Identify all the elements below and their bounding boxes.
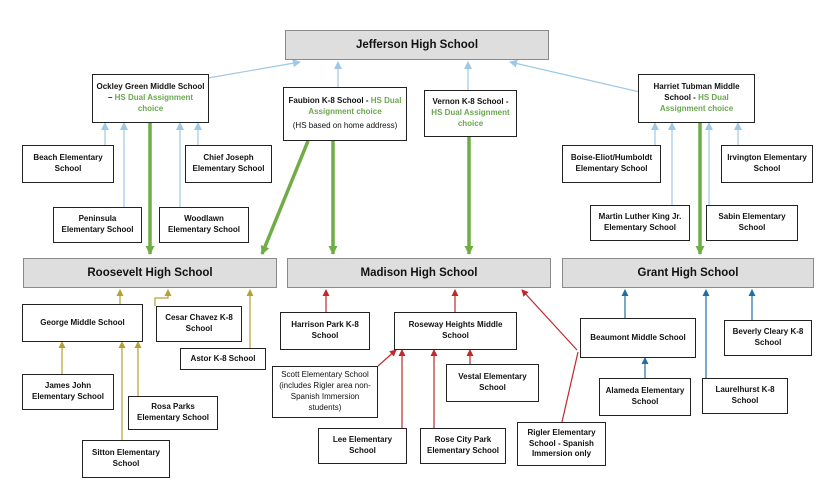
jefferson-high-school: Jefferson High School	[285, 30, 549, 60]
lee-box: Lee Elementary School	[318, 428, 407, 464]
laurelhurst-label: Laurelhurst K-8 School	[715, 385, 775, 405]
beverly-cleary-label: Beverly Cleary K-8 School	[732, 327, 804, 347]
roosevelt-links	[58, 289, 254, 440]
jefferson-label: Jefferson High School	[355, 39, 479, 51]
astor-box: Astor K-8 School	[180, 348, 266, 370]
vernon-box: Vernon K-8 School - HS Dual Assignment c…	[424, 90, 517, 137]
scott-box: Scott Elementary School (includes Rigler…	[272, 366, 378, 418]
astor-label: Astor K-8 School	[190, 353, 256, 363]
vestal-label: Vestal Elementary School	[458, 372, 527, 392]
madison-label: Madison High School	[360, 267, 478, 279]
ockley-green-choice: HS Dual Assignment choice	[114, 93, 194, 113]
madison-links	[322, 289, 579, 428]
harriet-tubman-box: Harriet Tubman Middle School - HS Dual A…	[638, 74, 755, 123]
woodlawn-box: Woodlawn Elementary School	[159, 207, 249, 243]
link-scott-to-roseway	[377, 349, 397, 367]
beaumont-box: Beaumont Middle School	[580, 318, 696, 358]
roosevelt-label: Roosevelt High School	[87, 267, 213, 279]
faubion-choice: HS Dual Assignment choice	[308, 96, 402, 117]
ockley-green-box: Ockley Green Middle School – HS Dual Ass…	[92, 74, 209, 123]
sitton-label: Sitton Elementary School	[91, 448, 160, 468]
vernon-choice: HS Dual Assignment choice	[431, 108, 510, 128]
link-rigler-up	[561, 351, 579, 423]
link-faubion-to-roosevelt	[260, 140, 310, 255]
link-chavez-to-roosevelt	[154, 289, 172, 306]
james-john-label: James John Elementary School	[31, 381, 105, 401]
woodlawn-label: Woodlawn Elementary School	[167, 214, 241, 234]
beverly-cleary-box: Beverly Cleary K-8 School	[724, 320, 812, 356]
ockley-green-name: Ockley Green Middle School –	[96, 82, 205, 103]
cesar-chavez-label: Cesar Chavez K-8 School	[165, 313, 233, 333]
beaumont-label: Beaumont Middle School	[590, 332, 686, 342]
faubion-name: Faubion K-8 School -	[288, 96, 369, 106]
chief-joseph-label: Chief Joseph Elementary School	[192, 153, 265, 173]
sitton-box: Sitton Elementary School	[82, 440, 170, 478]
rigler-label: Rigler Elementary School - Spanish Immer…	[527, 427, 596, 459]
alameda-label: Alameda Elementary School	[605, 386, 685, 406]
grant-label: Grant High School	[637, 267, 739, 279]
harriet-tubman-name: Harriet Tubman Middle School -	[653, 82, 740, 103]
rigler-box: Rigler Elementary School - Spanish Immer…	[517, 422, 606, 466]
madison-high-school: Madison High School	[287, 258, 551, 288]
roseway-heights-label: Roseway Heights Middle School	[408, 320, 503, 340]
cesar-chavez-box: Cesar Chavez K-8 School	[156, 306, 242, 342]
george-label: George Middle School	[40, 317, 125, 327]
rose-city-park-box: Rose City Park Elementary School	[420, 428, 506, 464]
roosevelt-high-school: Roosevelt High School	[23, 258, 277, 288]
sabin-label: Sabin Elementary School	[718, 212, 786, 232]
faubion-subnote: (HS based on home address)	[292, 120, 398, 130]
boise-eliot-label: Boise-Eliot/Humboldt Elementary School	[570, 153, 653, 173]
vernon-name: Vernon K-8 School -	[432, 97, 509, 107]
link-rigler-to-madison	[521, 289, 578, 351]
rosa-parks-label: Rosa Parks Elementary School	[136, 402, 210, 422]
mlk-label: Martin Luther King Jr. Elementary School	[598, 212, 682, 232]
scott-label: Scott Elementary School (includes Rigler…	[279, 370, 371, 412]
lee-label: Lee Elementary School	[332, 435, 393, 455]
grant-links	[621, 289, 756, 378]
irvington-label: Irvington Elementary School	[727, 153, 807, 173]
jefferson-links	[101, 59, 742, 207]
rose-city-park-label: Rose City Park Elementary School	[426, 435, 500, 455]
link-tubman-to-jefferson	[509, 59, 641, 93]
dual-assignment-links	[145, 123, 705, 255]
grant-high-school: Grant High School	[562, 258, 814, 288]
laurelhurst-box: Laurelhurst K-8 School	[702, 378, 788, 414]
sabin-box: Sabin Elementary School	[706, 205, 798, 241]
harriet-tubman-choice: HS Dual Assignment choice	[659, 93, 734, 113]
james-john-box: James John Elementary School	[22, 374, 114, 410]
faubion-box: Faubion K-8 School - HS Dual Assignment …	[283, 87, 407, 141]
peninsula-box: Peninsula Elementary School	[53, 207, 142, 243]
chief-joseph-box: Chief Joseph Elementary School	[185, 145, 272, 183]
harrison-park-box: Harrison Park K-8 School	[280, 312, 370, 350]
vestal-box: Vestal Elementary School	[446, 364, 539, 402]
george-box: George Middle School	[22, 304, 143, 342]
alameda-box: Alameda Elementary School	[599, 378, 691, 416]
beach-label: Beach Elementary School	[33, 153, 103, 173]
rosa-parks-box: Rosa Parks Elementary School	[128, 396, 218, 430]
peninsula-label: Peninsula Elementary School	[61, 214, 134, 234]
harrison-park-label: Harrison Park K-8 School	[291, 320, 359, 340]
beach-box: Beach Elementary School	[22, 145, 114, 183]
link-ockley-to-jefferson	[207, 59, 301, 79]
roseway-heights-box: Roseway Heights Middle School	[394, 312, 517, 350]
boise-eliot-box: Boise-Eliot/Humboldt Elementary School	[562, 145, 661, 183]
irvington-box: Irvington Elementary School	[721, 145, 813, 183]
mlk-box: Martin Luther King Jr. Elementary School	[590, 205, 690, 241]
